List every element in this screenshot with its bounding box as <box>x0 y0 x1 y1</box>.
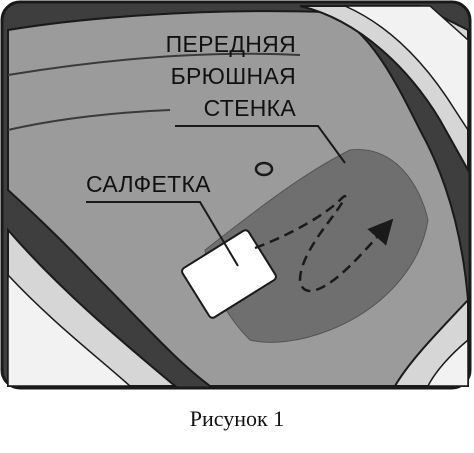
figure-caption: Рисунок 1 <box>189 406 285 431</box>
wipe-label: САЛФЕТКА <box>86 171 211 197</box>
abdominal-wall-label-line-1: ПЕРЕДНЯЯ <box>165 31 296 57</box>
abdominal-wall-label-line-2: БРЮШНАЯ <box>170 63 296 89</box>
treatment-zone <box>204 149 429 343</box>
wipe-path-arrow <box>254 194 394 293</box>
abdominal-wall-label-line-3: СТЕНКА <box>203 95 296 121</box>
abdominal-wall-label: ПЕРЕДНЯЯ БРЮШНАЯ СТЕНКА <box>166 28 296 124</box>
callout-lines <box>86 125 346 267</box>
wipe-pad <box>181 229 277 319</box>
navel <box>254 161 274 177</box>
